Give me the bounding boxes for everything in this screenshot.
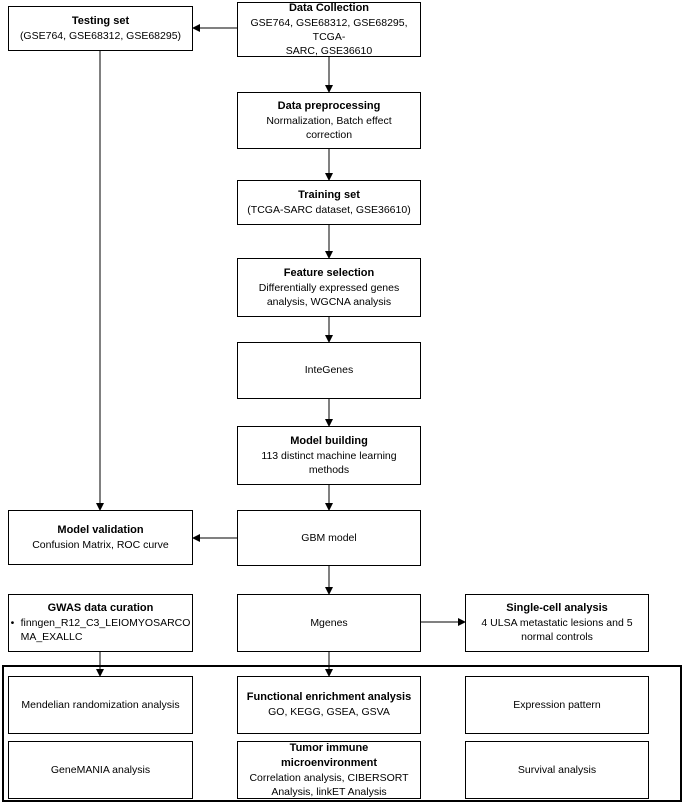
testing-set-box: Testing set (GSE764, GSE68312, GSE68295): [8, 6, 193, 51]
gwas-bullet: •: [10, 617, 15, 630]
single-cell-line1: 4 ULSA metastatic lesions and 5: [481, 617, 633, 630]
model-building-line1: 113 distinct machine learning: [261, 449, 397, 462]
expression-pattern-label: Expression pattern: [513, 698, 601, 711]
tumor-immune-line2: Analysis, linkET Analysis: [271, 785, 387, 798]
model-building-title: Model building: [290, 434, 368, 447]
mgenes-box: Mgenes: [237, 594, 421, 652]
data-collection-box: Data Collection GSE764, GSE68312, GSE682…: [237, 2, 421, 57]
training-set-title: Training set: [298, 188, 360, 201]
gwas-line1: finngen_R12_C3_LEIOMYOSARCO: [20, 617, 191, 630]
tumor-immune-title: Tumor immune microenvironment: [281, 741, 377, 769]
testing-set-detail: (GSE764, GSE68312, GSE68295): [19, 29, 182, 42]
genemania-label: GeneMANIA analysis: [50, 763, 151, 776]
tumor-immune-box: Tumor immune microenvironment Correlatio…: [237, 741, 421, 799]
data-collection-line1: GSE764, GSE68312, GSE68295, TCGA-: [250, 16, 408, 43]
gwas-title: GWAS data curation: [47, 602, 154, 615]
mendelian-box: Mendelian randomization analysis: [8, 676, 193, 734]
gbm-model-box: GBM model: [237, 510, 421, 566]
mendelian-label: Mendelian randomization analysis: [21, 698, 180, 711]
model-building-box: Model building 113 distinct machine lear…: [237, 426, 421, 485]
downstream-analysis-frame: [2, 665, 682, 802]
gwas-box: GWAS data curation • finngen_R12_C3_LEIO…: [8, 594, 193, 652]
gbm-model-label: GBM model: [301, 531, 357, 544]
single-cell-title: Single-cell analysis: [506, 602, 608, 615]
integenes-box: InteGenes: [237, 342, 421, 399]
functional-enrichment-title: Functional enrichment analysis: [246, 691, 412, 704]
single-cell-line2: normal controls: [521, 631, 593, 644]
genemania-box: GeneMANIA analysis: [8, 741, 193, 799]
model-validation-box: Model validation Confusion Matrix, ROC c…: [8, 510, 193, 565]
functional-enrichment-box: Functional enrichment analysis GO, KEGG,…: [237, 676, 421, 734]
expression-pattern-box: Expression pattern: [465, 676, 649, 734]
feature-selection-line2: analysis, WGCNA analysis: [266, 295, 392, 308]
gwas-bullet-item: • finngen_R12_C3_LEIOMYOSARCO MA_EXALLC: [11, 616, 191, 644]
training-set-box: Training set (TCGA-SARC dataset, GSE3661…: [237, 180, 421, 225]
training-set-detail: (TCGA-SARC dataset, GSE36610): [247, 203, 411, 216]
data-collection-title: Data Collection: [288, 1, 370, 14]
testing-set-title: Testing set: [71, 14, 130, 27]
feature-selection-title: Feature selection: [283, 266, 375, 279]
model-validation-title: Model validation: [57, 523, 144, 536]
feature-selection-line1: Differentially expressed genes: [258, 281, 400, 294]
tumor-immune-line1: Correlation analysis, CIBERSORT: [249, 771, 409, 784]
data-preprocessing-line1: Normalization, Batch effect: [266, 114, 392, 127]
gwas-line2: MA_EXALLC: [20, 631, 83, 644]
gwas-dataset: finngen_R12_C3_LEIOMYOSARCO MA_EXALLC: [21, 616, 191, 644]
data-collection-line2: SARC, GSE36610: [285, 45, 373, 58]
data-preprocessing-line2: correction: [305, 128, 353, 141]
feature-selection-box: Feature selection Differentially express…: [237, 258, 421, 317]
survival-box: Survival analysis: [465, 741, 649, 799]
single-cell-box: Single-cell analysis 4 ULSA metastatic l…: [465, 594, 649, 652]
functional-enrichment-detail: GO, KEGG, GSEA, GSVA: [268, 706, 390, 719]
survival-label: Survival analysis: [517, 763, 597, 776]
data-preprocessing-box: Data preprocessing Normalization, Batch …: [237, 92, 421, 149]
model-validation-detail: Confusion Matrix, ROC curve: [32, 538, 169, 551]
integenes-label: InteGenes: [304, 364, 354, 377]
data-preprocessing-title: Data preprocessing: [277, 99, 381, 112]
model-building-line2: methods: [308, 463, 350, 476]
mgenes-label: Mgenes: [310, 616, 348, 629]
